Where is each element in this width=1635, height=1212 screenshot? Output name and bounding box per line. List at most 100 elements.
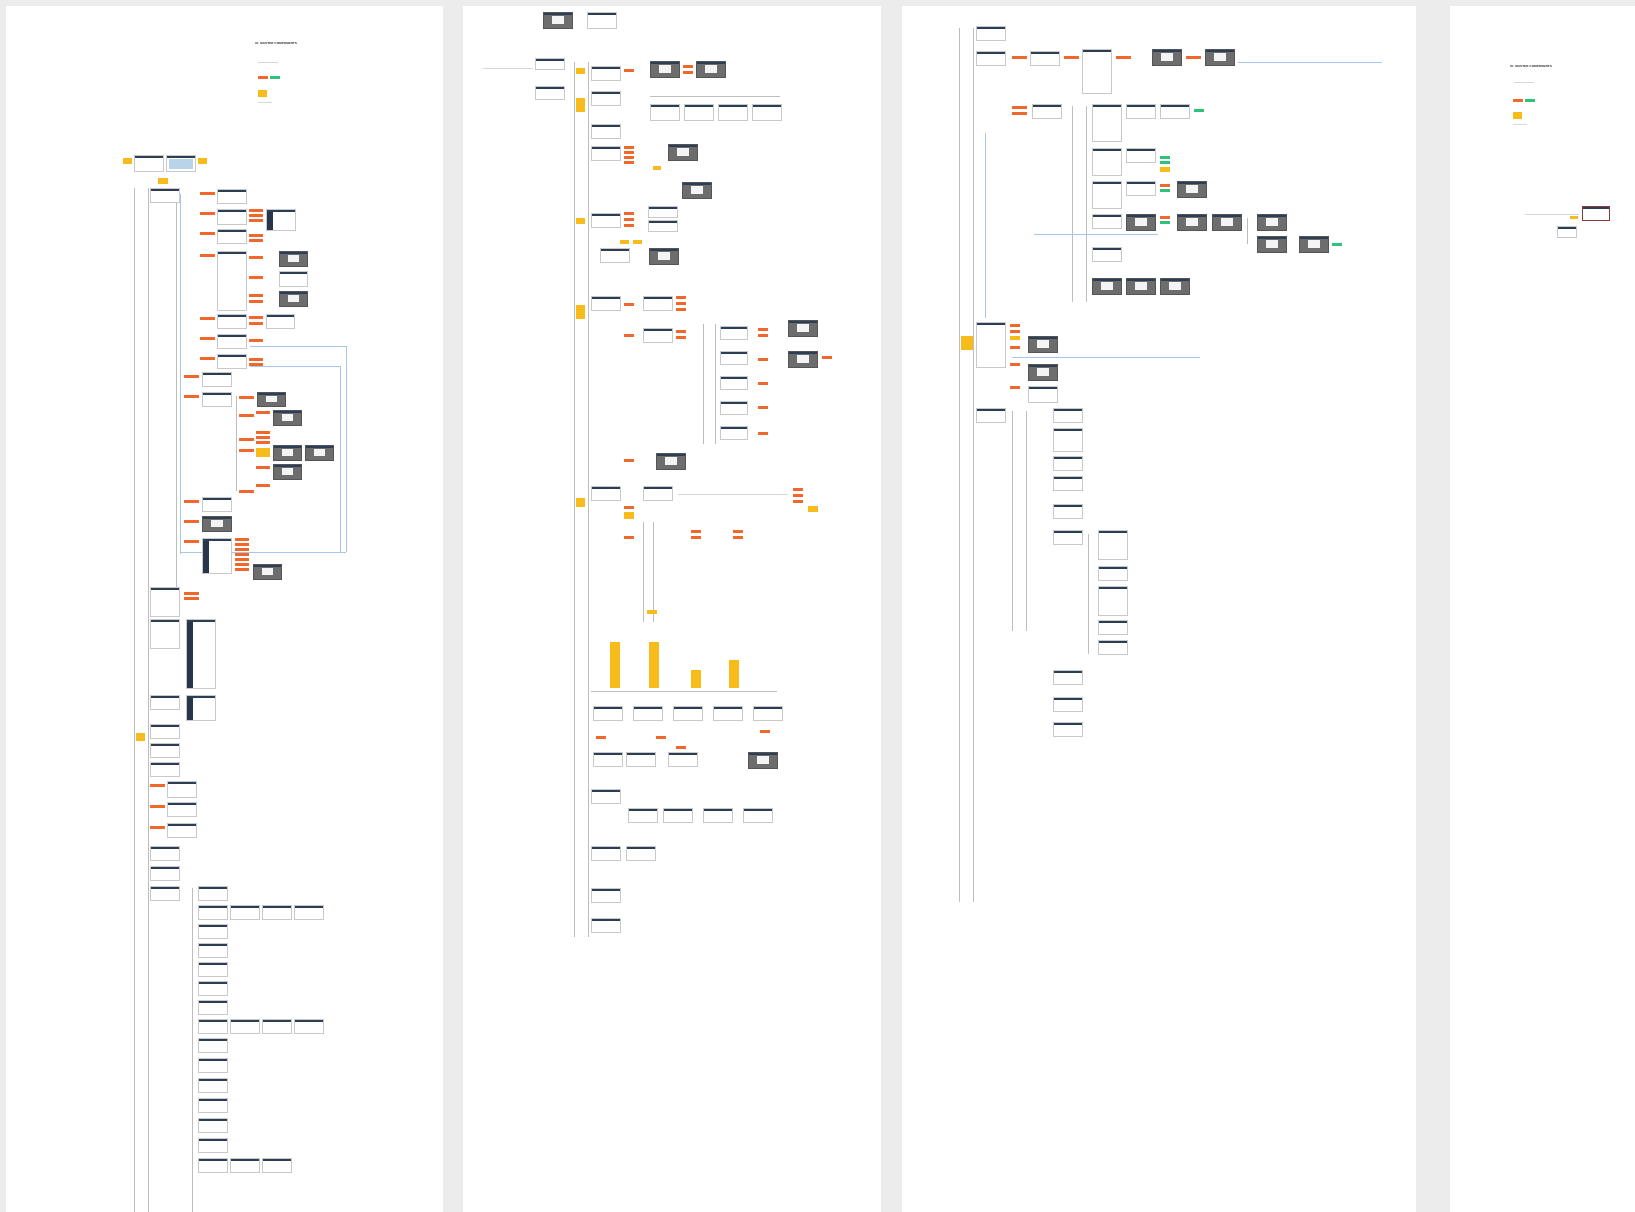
- screen-frame[interactable]: [167, 781, 197, 798]
- screen-frame[interactable]: [198, 943, 228, 958]
- screen-frame[interactable]: [198, 1158, 228, 1173]
- screen-frame[interactable]: [198, 1098, 228, 1113]
- screen-frame[interactable]: [643, 296, 673, 311]
- screen-frame[interactable]: [587, 12, 617, 29]
- screen-frame[interactable]: [167, 802, 197, 817]
- modal-frame[interactable]: [543, 12, 573, 29]
- screen-frame[interactable]: [150, 724, 180, 739]
- screen-frame[interactable]: [217, 251, 247, 311]
- screen-frame[interactable]: [591, 124, 621, 139]
- screen-frame[interactable]: [1082, 49, 1112, 94]
- screen-frame[interactable]: [217, 334, 247, 349]
- screen-frame[interactable]: [198, 1038, 228, 1053]
- screen-frame[interactable]: [217, 229, 247, 244]
- modal-frame[interactable]: [649, 248, 679, 265]
- screen-frame[interactable]: [1098, 566, 1128, 581]
- modal-frame[interactable]: [1177, 214, 1207, 231]
- screen-frame[interactable]: [198, 981, 228, 996]
- screen-frame[interactable]: [720, 426, 748, 440]
- modal-frame[interactable]: [788, 351, 818, 368]
- modal-frame[interactable]: [1028, 364, 1058, 381]
- screen-frame[interactable]: [535, 58, 565, 70]
- modal-frame[interactable]: [1160, 278, 1190, 295]
- screen-frame[interactable]: [1160, 104, 1190, 119]
- modal-frame[interactable]: [696, 61, 726, 78]
- screen-frame[interactable]: [1098, 620, 1128, 635]
- screen-frame[interactable]: [976, 26, 1006, 41]
- screen-frame[interactable]: [150, 846, 180, 861]
- modal-frame[interactable]: [1126, 214, 1156, 231]
- screen-frame[interactable]: [217, 314, 247, 329]
- screen-frame[interactable]: [628, 808, 658, 823]
- modal-frame[interactable]: [682, 182, 712, 199]
- screen-frame[interactable]: [626, 752, 656, 767]
- screen-frame[interactable]: [279, 271, 308, 287]
- screen-frame[interactable]: [198, 1019, 228, 1034]
- screen-frame[interactable]: [720, 376, 748, 390]
- modal-frame[interactable]: [305, 445, 334, 461]
- screen-frame[interactable]: [673, 706, 703, 721]
- screen-frame[interactable]: [150, 619, 180, 649]
- screen-frame[interactable]: [663, 808, 693, 823]
- screen-frame[interactable]: [294, 1019, 324, 1034]
- screen-frame[interactable]: [1098, 530, 1128, 560]
- modal-frame[interactable]: [788, 320, 818, 337]
- screen-frame[interactable]: [198, 1118, 228, 1133]
- screen-frame[interactable]: [134, 155, 164, 172]
- screen-frame[interactable]: [1053, 670, 1083, 685]
- screen-frame[interactable]: [591, 888, 621, 903]
- screen-frame[interactable]: [591, 91, 621, 106]
- modal-frame[interactable]: [273, 445, 302, 461]
- screen-frame[interactable]: [230, 1019, 260, 1034]
- screen-frame[interactable]: [643, 486, 673, 501]
- screen-frame[interactable]: [591, 66, 621, 81]
- screen-frame[interactable]: [753, 706, 783, 721]
- screen-frame[interactable]: [1030, 51, 1060, 66]
- screen-frame[interactable]: [198, 1078, 228, 1093]
- screen-frame[interactable]: [650, 104, 680, 121]
- screen-frame-sidebar[interactable]: [186, 695, 216, 721]
- modal-frame[interactable]: [1028, 336, 1058, 353]
- screen-frame[interactable]: [150, 886, 180, 901]
- screen-frame[interactable]: [1053, 408, 1083, 423]
- screen-frame[interactable]: [1053, 530, 1083, 545]
- screen-frame[interactable]: [217, 209, 247, 225]
- screen-frame[interactable]: [1557, 226, 1577, 238]
- screen-frame[interactable]: [1028, 386, 1058, 403]
- modal-frame[interactable]: [1205, 49, 1235, 66]
- screen-frame[interactable]: [1053, 428, 1083, 452]
- screen-frame[interactable]: [1053, 697, 1083, 712]
- modal-frame[interactable]: [1212, 214, 1242, 231]
- screen-frame[interactable]: [591, 486, 621, 501]
- screen-frame[interactable]: [150, 587, 180, 617]
- screen-frame-sidebar[interactable]: [266, 209, 296, 231]
- screen-frame[interactable]: [202, 372, 232, 387]
- screen-frame[interactable]: [1092, 214, 1122, 229]
- modal-frame[interactable]: [279, 251, 308, 267]
- screen-frame[interactable]: [591, 789, 621, 804]
- screen-frame[interactable]: [198, 886, 228, 901]
- screen-frame[interactable]: [1032, 104, 1062, 119]
- modal-frame[interactable]: [279, 291, 308, 307]
- screen-frame[interactable]: [593, 706, 623, 721]
- screen-frame[interactable]: [198, 1138, 228, 1153]
- screen-frame[interactable]: [720, 401, 748, 415]
- screen-frame[interactable]: [198, 1000, 228, 1015]
- screen-frame[interactable]: [217, 354, 247, 369]
- screen-frame[interactable]: [743, 808, 773, 823]
- screen-frame[interactable]: [643, 328, 673, 343]
- screen-frame[interactable]: [198, 1058, 228, 1073]
- screen-frame[interactable]: [150, 188, 180, 203]
- screen-frame-sidebar[interactable]: [186, 619, 216, 689]
- screen-frame[interactable]: [976, 51, 1006, 66]
- modal-frame[interactable]: [748, 752, 778, 769]
- screen-frame[interactable]: [668, 752, 698, 767]
- screen-frame[interactable]: [1053, 476, 1083, 491]
- screen-frame[interactable]: [648, 206, 678, 218]
- modal-frame[interactable]: [1257, 214, 1287, 231]
- screen-frame[interactable]: [752, 104, 782, 121]
- screen-frame[interactable]: [713, 706, 743, 721]
- screen-frame[interactable]: [150, 762, 180, 777]
- screen-frame[interactable]: [1126, 148, 1156, 163]
- modal-frame[interactable]: [1152, 49, 1182, 66]
